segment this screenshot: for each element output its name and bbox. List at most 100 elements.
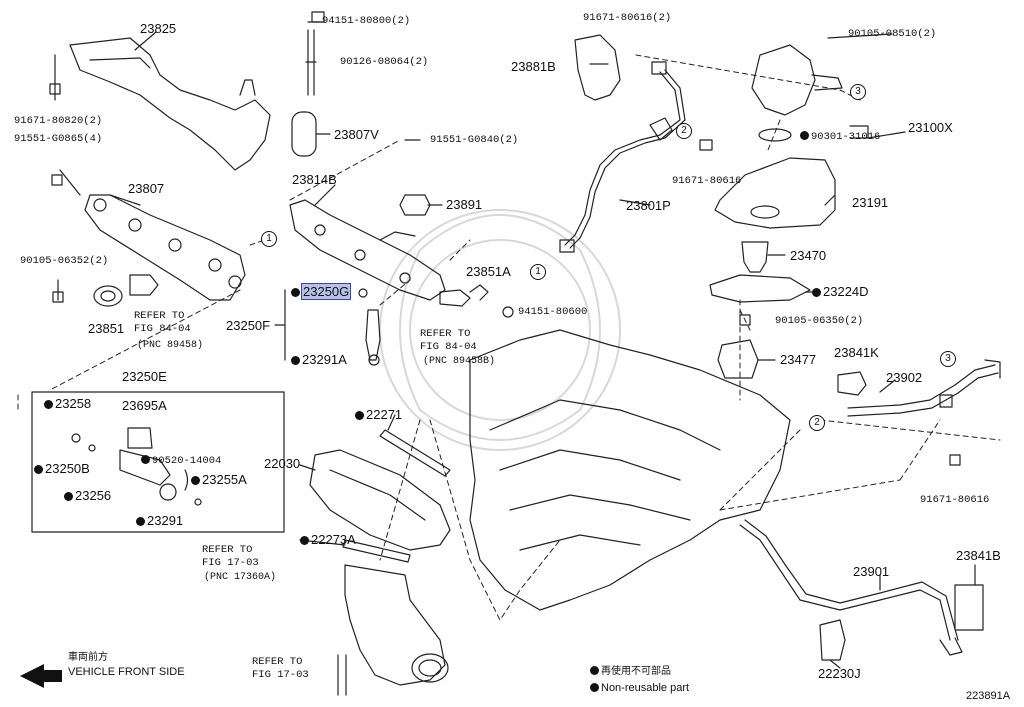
watermark-emblem <box>379 209 621 451</box>
ref-marker-2: 2 <box>809 415 825 431</box>
hose-23901 <box>739 524 951 641</box>
part-label-23250g-highlight: 23250G <box>300 283 352 300</box>
ref-left-line2: FIG 84-04 <box>134 323 191 335</box>
ref-left-line1: REFER TO <box>134 310 185 322</box>
part-label-23902: 23902 <box>886 370 923 385</box>
ref-mid-line2: FIG 84-04 <box>420 341 477 353</box>
ref-marker-1: 1 <box>261 231 277 247</box>
part-label-23100x: 23100X <box>908 120 953 135</box>
part-label-23291a: 23291A <box>291 353 347 367</box>
part-label-90126-08064: 90126-08064(2) <box>340 56 429 68</box>
part-label-23250e: 23250E <box>122 369 167 384</box>
part-label-22271: 22271 <box>355 408 402 422</box>
ref-bottom-line1: REFER TO <box>252 656 303 668</box>
part-label-91671-80616-mid: 91671-80616 <box>672 175 742 187</box>
lifter-23470 <box>741 241 769 273</box>
gasket-23224d <box>709 274 811 303</box>
bracket-23191 <box>714 157 836 229</box>
part-label-23801p: 23801P <box>626 198 671 213</box>
ref-left-line3: (PNC 89458) <box>137 340 204 351</box>
nonreusable-dot <box>44 400 53 409</box>
ref-marker-2: 2 <box>676 123 692 139</box>
legend-nonreusable-jp: 再使用不可部品 <box>590 666 671 678</box>
hose-23902 <box>847 364 996 409</box>
nonreusable-dot <box>64 492 73 501</box>
legend-dot <box>590 683 599 692</box>
part-label-90105-08510: 90105-08510(2) <box>848 28 937 40</box>
part-label-23891: 23891 <box>446 197 483 212</box>
nonreusable-dot <box>141 455 150 464</box>
diagram-id: 223891A <box>966 690 1011 702</box>
nonreusable-dot <box>291 288 300 297</box>
part-label-90520-14004: 90520-14004 <box>141 455 221 467</box>
part-label-91551-g0840: 91551-G0840(2) <box>430 134 519 146</box>
ref-mid-line3: (PNC 89458B) <box>423 356 496 367</box>
part-label-23841b: 23841B <box>956 548 1001 563</box>
part-label-23851: 23851 <box>88 321 125 336</box>
part-label-22230j: 22230J <box>818 666 861 681</box>
part-label-22030: 22030 <box>264 456 301 471</box>
bracket-23881b <box>574 34 621 101</box>
engine-block <box>469 329 791 611</box>
fuel-pump-23100x <box>751 44 816 116</box>
ref-lower-line3: (PNC 17360A) <box>204 572 277 583</box>
part-label-91671-80616-top: 91671-80616(2) <box>583 12 672 24</box>
nonreusable-dot <box>812 288 821 297</box>
sensor-22230j <box>819 619 846 661</box>
nonreusable-dot <box>355 411 364 420</box>
part-label-23250f: 23250F <box>226 318 271 333</box>
damper-23891 <box>399 194 431 216</box>
ref-marker-3: 3 <box>940 351 956 367</box>
part-label-23470: 23470 <box>790 248 827 263</box>
ref-lower-line1: REFER TO <box>202 544 253 556</box>
legend-nonreusable-en: Non-reusable part <box>590 682 689 694</box>
part-label-23224d: 23224D <box>812 285 869 299</box>
fuel-pipe-23801p <box>564 71 681 246</box>
front-arrow <box>20 664 62 688</box>
intake-elbow <box>344 564 446 686</box>
part-label-23881b: 23881B <box>511 59 556 74</box>
nonreusable-dot <box>191 476 200 485</box>
part-label-23256: 23256 <box>64 489 111 503</box>
part-label-90105-06352: 90105-06352(2) <box>20 255 109 267</box>
part-label-91671-80616-low: 91671-80616 <box>920 494 990 506</box>
part-label-22273a: 22273A <box>300 533 356 547</box>
kit-box-23250e <box>31 391 285 533</box>
ref-mid-line1: REFER TO <box>420 328 471 340</box>
ref-marker-3: 3 <box>850 84 866 100</box>
part-label-94151-80800: 94151-80800(2) <box>322 15 411 27</box>
part-label-91671-80820: 91671-80820(2) <box>14 115 103 127</box>
part-label-90105-06350: 90105-06350(2) <box>775 315 864 327</box>
nonreusable-dot <box>34 465 43 474</box>
part-label-23291: 23291 <box>136 514 183 528</box>
part-label-23807: 23807 <box>128 181 165 196</box>
part-label-23901: 23901 <box>853 564 890 579</box>
vehicle-front-jp: 車両前方 <box>68 652 108 663</box>
part-label-23255a: 23255A <box>191 473 247 487</box>
part-label-23814b: 23814B <box>292 172 337 187</box>
part-label-23250g: 23250G <box>291 283 352 300</box>
throttle-body-22030 <box>309 449 451 551</box>
ref-marker-1: 1 <box>530 264 546 280</box>
part-label-23841k: 23841K <box>834 345 879 360</box>
part-label-23825: 23825 <box>140 21 177 36</box>
bracket-23825 <box>69 37 271 171</box>
fuel-rail-23814b <box>289 199 446 301</box>
ref-bottom-line2: FIG 17-03 <box>252 669 309 681</box>
part-label-23191: 23191 <box>852 195 889 210</box>
injector-23250f <box>365 309 381 361</box>
part-label-90301-31016: 90301-31016 <box>800 131 880 143</box>
nonreusable-dot <box>300 536 309 545</box>
part-label-94151-80600: 94151-80600 <box>518 306 588 318</box>
vehicle-front-en: VEHICLE FRONT SIDE <box>68 666 185 678</box>
nonreusable-dot <box>136 517 145 526</box>
part-label-23807v: 23807V <box>334 127 379 142</box>
nonreusable-dot <box>291 356 300 365</box>
legend-dot <box>590 666 599 675</box>
part-label-23851a: 23851A <box>466 264 511 279</box>
ref-lower-line2: FIG 17-03 <box>202 557 259 569</box>
part-label-23477: 23477 <box>780 352 817 367</box>
housing-23477 <box>717 339 759 379</box>
